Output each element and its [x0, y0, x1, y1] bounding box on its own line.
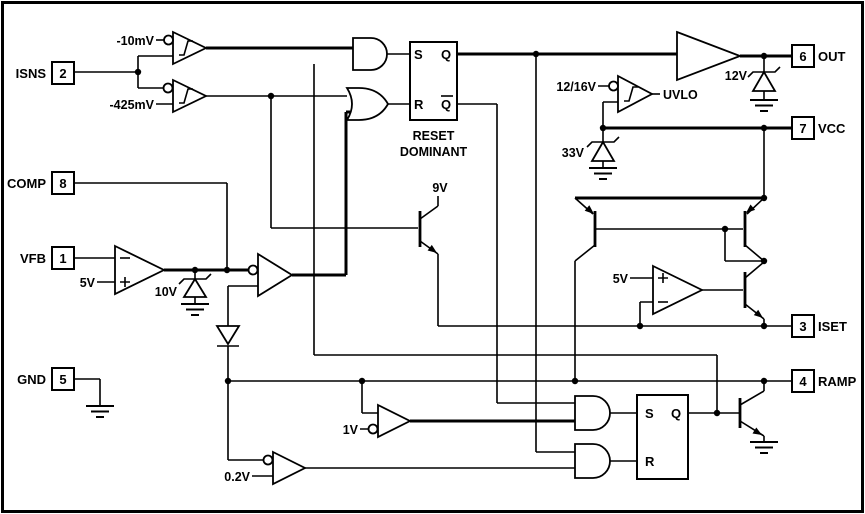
inverting-bubble-icon [247, 264, 259, 276]
pin-iset-number: 3 [799, 319, 806, 334]
ground-10v-zener [181, 303, 209, 316]
pin-comp-number: 8 [59, 176, 66, 191]
plus-icon [120, 277, 130, 287]
latch2-q-label: Q [671, 406, 681, 421]
ramp-valley-comparator [262, 450, 308, 486]
pin-comp-label: COMP [7, 176, 46, 191]
zener-33v [586, 136, 620, 162]
inverting-bubble-icon [367, 423, 379, 435]
ref-isns-high: -10mV [116, 34, 154, 48]
inverting-bubble-icon [162, 82, 174, 94]
ground-12v-zener [750, 99, 778, 112]
reset-dominant-caption-2: DOMINANT [400, 145, 468, 159]
output-driver [676, 30, 743, 82]
latch-q-label: Q [441, 47, 451, 62]
plus-icon [658, 273, 668, 283]
ref-iset-5v: 5V [613, 272, 629, 286]
pin-vfb-number: 1 [59, 251, 66, 266]
ground-symbols [86, 99, 778, 454]
ground-gnd-pin [86, 405, 114, 418]
clamp-npn-9v [418, 211, 437, 253]
and-gate-set [352, 37, 388, 71]
ref-zener-vcc: 33V [562, 146, 585, 160]
reference-labels: -10mV -425mV 12/16V UVLO 12V 33V 10V 9V … [80, 34, 748, 484]
oscillator-sr-latch: S Q R [636, 394, 689, 480]
and-gate-osc-set [574, 395, 611, 431]
pin-ramp-number: 4 [799, 374, 807, 389]
pin-vfb: VFB 1 [20, 246, 75, 270]
pin-isns-label: ISNS [16, 66, 47, 81]
pin-isns: ISNS 2 [16, 61, 75, 85]
error-amplifier [114, 244, 167, 296]
inverting-bubble-icon [262, 454, 274, 466]
ramp-clamp-diode [215, 325, 241, 347]
ground-33v-zener [589, 167, 617, 180]
latch-r-label: R [414, 97, 424, 112]
pin-vfb-label: VFB [20, 251, 46, 266]
mirror-pnp-left [584, 205, 597, 247]
and-gate-osc-reset [574, 443, 611, 479]
ref-isns-low: -425mV [110, 98, 155, 112]
pin-out-label: OUT [818, 49, 846, 64]
ref-zener-erramp: 10V [155, 285, 178, 299]
pin-vcc-number: 7 [799, 121, 806, 136]
pin-isns-number: 2 [59, 66, 66, 81]
inverting-bubble-icon [608, 80, 619, 92]
pin-out-number: 6 [799, 49, 806, 64]
hysteresis-icon [179, 88, 193, 104]
ref-zener-out: 12V [725, 69, 748, 83]
latch2-s-label: S [645, 406, 654, 421]
uvlo-comparator [608, 74, 660, 114]
pin-gnd-label: GND [17, 372, 46, 387]
pin-iset: ISET 3 [791, 314, 847, 338]
pin-gnd: GND 5 [17, 367, 75, 391]
pin-out: OUT 6 [791, 44, 846, 68]
ref-uvlo-threshold: 12/16V [556, 80, 596, 94]
wires-thin [74, 39, 792, 477]
ground-ramp-transistor [750, 441, 778, 454]
latch-s-label: S [414, 47, 423, 62]
pwm-comparator [247, 252, 294, 298]
pin-vcc: VCC 7 [791, 116, 846, 140]
zener-12v [747, 66, 781, 92]
pin-comp: COMP 8 [7, 171, 75, 195]
pin-ramp: RAMP 4 [791, 369, 857, 393]
comparator-isns-low [162, 78, 209, 114]
ref-supply-9v: 9V [432, 181, 448, 195]
uvlo-label: UVLO [663, 88, 698, 102]
or-gate-reset [345, 87, 390, 121]
iset-npn [743, 272, 763, 318]
mirror-pnp-right [743, 204, 756, 247]
pin-ramp-label: RAMP [818, 374, 857, 389]
reset-dominant-caption-1: RESET [413, 129, 455, 143]
latch2-r-label: R [645, 454, 655, 469]
pin-gnd-number: 5 [59, 372, 66, 387]
zener-10v [178, 273, 212, 298]
iset-amplifier [652, 264, 705, 316]
comparator-isns-high [163, 30, 209, 66]
ramp-discharge-npn [738, 398, 762, 435]
ramp-peak-comparator [367, 403, 413, 439]
ref-ramp-peak: 1V [343, 423, 359, 437]
hysteresis-icon [179, 40, 193, 56]
ref-ramp-valley: 0.2V [224, 470, 250, 484]
inverting-bubble-icon [163, 34, 174, 46]
main-sr-latch: S Q R Q RESET DOMINANT [400, 41, 468, 159]
pin-vcc-label: VCC [818, 121, 846, 136]
hysteresis-icon [624, 86, 638, 102]
ref-erramp-5v: 5V [80, 276, 96, 290]
pin-iset-label: ISET [818, 319, 847, 334]
latch-qbar-label: Q [441, 97, 451, 112]
junction-dots [134, 50, 768, 417]
